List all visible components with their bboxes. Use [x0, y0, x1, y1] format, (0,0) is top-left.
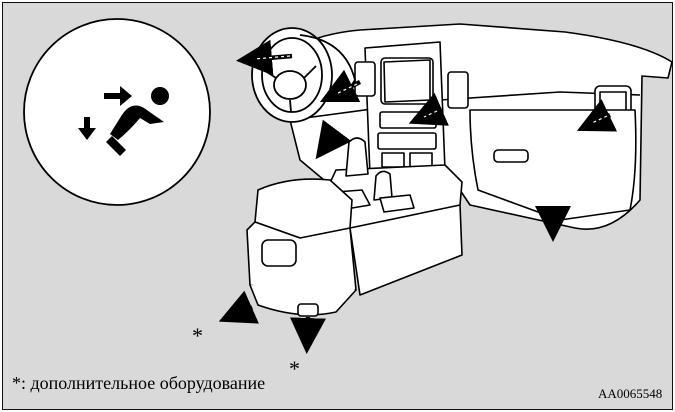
image-code: AA0065548 [598, 386, 662, 402]
optional-mark-2: * [289, 356, 300, 382]
footnote-text: *: дополнительное оборудование [12, 373, 265, 394]
air-flow-foot-face-icon [24, 19, 210, 205]
optional-mark-1: * [192, 323, 203, 349]
